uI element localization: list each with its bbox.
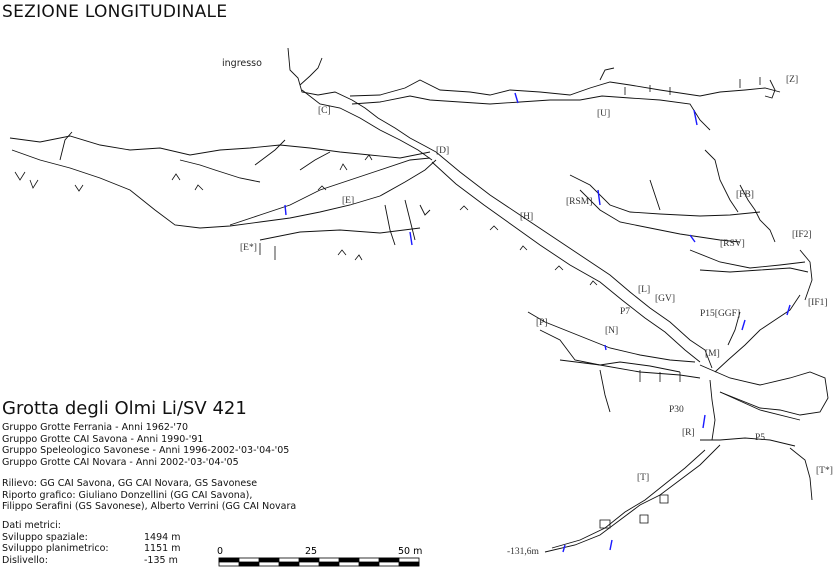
label-fb: [FB] <box>736 190 754 200</box>
metrics-block: Dati metrici: Sviluppo spaziale: 1494 m … <box>2 520 180 566</box>
label-d: [D] <box>436 146 449 156</box>
label-e: [E] <box>342 196 354 206</box>
scale-tick-25: 25 <box>305 546 317 557</box>
metric-value: 1494 m <box>144 531 181 543</box>
label-p15-ggf: P15[GGF] <box>700 309 740 319</box>
label-r: [R] <box>682 428 695 438</box>
credit-line: Riporto grafico: Giuliano Donzellini (GG… <box>2 489 253 501</box>
group-line: Gruppo Grotte CAI Savona - Anni 1990-'91 <box>2 433 204 445</box>
upper-left-gallery <box>9 135 431 159</box>
entrance-label: ingresso <box>222 58 262 69</box>
survey-credits: Rilievo: GG CAI Savona, GG CAI Novara, G… <box>2 478 296 513</box>
label-e-star: [E*] <box>240 243 257 253</box>
branch-if1 <box>714 294 801 373</box>
upper-right-branch <box>349 79 781 97</box>
metric-label: Sviluppo spaziale: <box>2 531 88 543</box>
label-gv: [GV] <box>655 294 675 304</box>
label-z: [Z] <box>786 75 798 85</box>
scale-tick-50: 50 m <box>398 546 422 557</box>
upper-gallery <box>287 47 437 153</box>
label-p5: P5 <box>755 433 765 443</box>
metric-value: -135 m <box>144 554 178 566</box>
scale-tick-0: 0 <box>217 546 223 557</box>
main-gallery <box>435 151 713 369</box>
credit-line: Filippo Serafini (GS Savonese), Alberto … <box>2 501 297 513</box>
section-title: SEZIONE LONGITUDINALE <box>2 2 228 22</box>
metric-row: Sviluppo spaziale: 1494 m <box>2 532 180 544</box>
shaft-p30 <box>709 379 716 441</box>
metric-value: 1151 m <box>144 543 181 555</box>
lower-chamber <box>699 364 829 416</box>
depth-label: -131,6m <box>507 547 540 557</box>
metric-label: Sviluppo planimetrico: <box>2 543 109 555</box>
branch-t <box>544 444 721 553</box>
label-t-star: [T*] <box>816 466 833 476</box>
label-p: [P] <box>536 318 548 328</box>
metric-label: Dislivello: <box>2 554 48 566</box>
group-line: Gruppo Grotte Ferrania - Anni 1962-'70 <box>2 422 189 433</box>
scale-bar: 0 25 50 m <box>217 546 422 567</box>
branch-p <box>527 311 696 363</box>
label-if1: [IF1] <box>808 298 828 308</box>
group-line: Gruppo Speleologico Savonese - Anni 1996… <box>2 445 290 457</box>
label-rsv: [RSV] <box>720 239 745 249</box>
label-rsm: [RSM] <box>566 197 592 207</box>
label-n: [N] <box>605 326 618 336</box>
metric-row: Dislivello: -135 m <box>2 555 180 567</box>
label-if2: [IF2] <box>792 230 812 240</box>
branch-rsm <box>569 174 761 217</box>
branch-e <box>229 157 431 226</box>
group-line: Gruppo Grotte CAI Novara - Anni 2002-'03… <box>2 456 239 468</box>
credit-line: Rilievo: GG CAI Savona, GG CAI Novara, G… <box>2 478 258 489</box>
label-m: [M] <box>705 349 720 359</box>
label-t: [T] <box>637 473 649 483</box>
label-p7: P7 <box>620 307 630 317</box>
survey-groups: Gruppo Grotte Ferrania - Anni 1962-'70 G… <box>2 422 289 468</box>
label-p30: P30 <box>669 405 684 415</box>
metrics-title: Dati metrici: <box>2 520 61 531</box>
cave-name: Grotta degli Olmi Li/SV 421 <box>2 398 247 419</box>
label-u: [U] <box>597 109 610 119</box>
label-c: [C] <box>318 106 331 116</box>
metric-row: Sviluppo planimetrico: 1151 m <box>2 543 180 555</box>
label-l: [L] <box>638 285 650 295</box>
label-h: [H] <box>520 212 533 222</box>
